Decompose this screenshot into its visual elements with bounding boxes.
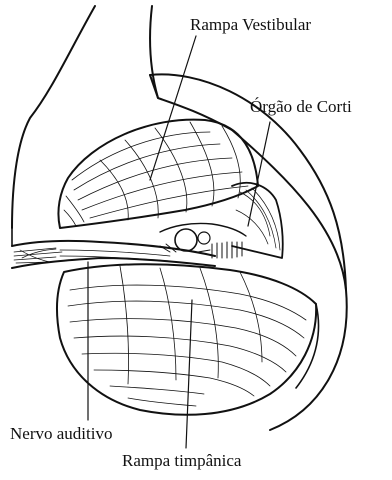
label-orgao-de-corti: Órgão de Corti bbox=[250, 98, 352, 115]
auditory-nerve-fibers bbox=[12, 241, 215, 268]
label-rampa-vestibular: Rampa Vestibular bbox=[190, 16, 311, 33]
cochlear-outer-wall bbox=[12, 6, 347, 430]
label-rampa-timpanica: Rampa timpânica bbox=[122, 452, 241, 469]
label-nervo-auditivo: Nervo auditivo bbox=[10, 425, 112, 442]
scala-tympani bbox=[57, 264, 316, 415]
scala-vestibuli bbox=[58, 120, 258, 228]
